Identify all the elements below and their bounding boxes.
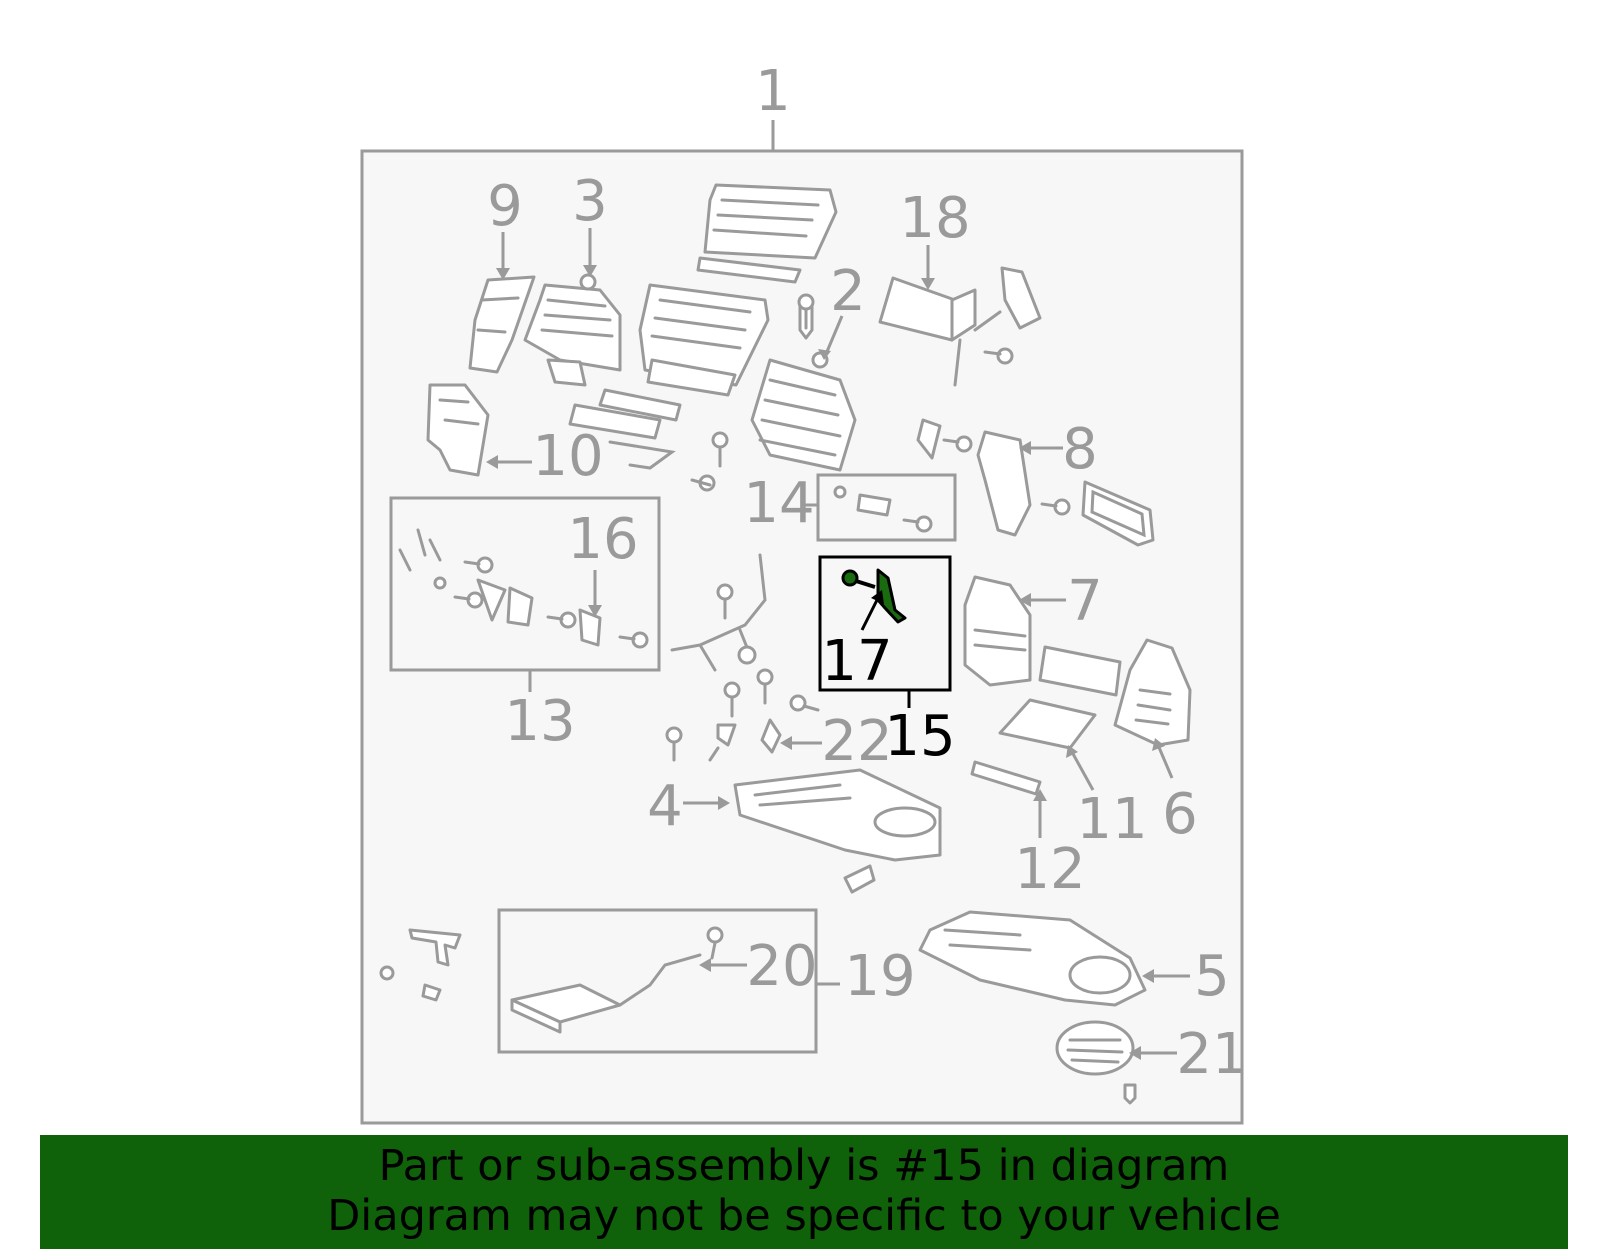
callout-2: 2: [830, 259, 866, 324]
leader-lines: [486, 228, 1190, 1060]
callout-3: 3: [572, 169, 608, 234]
part-12-strip: [970, 760, 1042, 796]
banner-line-1: Part or sub-assembly is #15 in diagram: [378, 1141, 1230, 1191]
callout-16: 16: [567, 507, 638, 572]
part-7-duct: [963, 575, 1032, 687]
callout-6: 6: [1162, 782, 1198, 847]
callout-9: 9: [487, 174, 523, 239]
part-21-blower: [1055, 1020, 1137, 1105]
callout-5: 5: [1194, 944, 1230, 1009]
callout-12: 12: [1014, 837, 1085, 902]
callout-8: 8: [1062, 417, 1098, 482]
callout-17: 17: [821, 629, 892, 694]
callout-4: 4: [647, 774, 683, 839]
info-banner: Part or sub-assembly is #15 in diagram D…: [40, 1135, 1568, 1249]
box-14: [816, 473, 957, 542]
part-19-core: [510, 953, 702, 1034]
part-top-grille: [696, 183, 838, 284]
callout-13: 13: [504, 689, 575, 754]
callout-10: 10: [532, 424, 603, 489]
box-15: [818, 555, 952, 692]
part-6-case: [1113, 638, 1192, 747]
callout-20: 20: [746, 934, 817, 999]
box-19: [497, 908, 818, 1054]
part-center-linkage: [670, 553, 782, 762]
part-9-duct: [468, 275, 536, 374]
callout-22: 22: [821, 709, 892, 774]
callout-14: 14: [743, 471, 814, 536]
part-filter-bars: [568, 388, 682, 470]
part-3-unit: [523, 273, 622, 387]
part-5-case: [918, 910, 1147, 1007]
callout-19: 19: [844, 944, 915, 1009]
callout-15: 15: [884, 704, 955, 769]
banner-line-2: Diagram may not be specific to your vehi…: [327, 1191, 1281, 1241]
part-right-lid: [1081, 480, 1155, 547]
part-box14-contents: [833, 485, 892, 517]
callout-21: 21: [1176, 1022, 1247, 1087]
callout-18: 18: [899, 186, 970, 251]
fastener-screws: [453, 293, 1071, 960]
callout-11: 11: [1076, 787, 1147, 852]
part-10-duct: [426, 383, 490, 477]
part-plate: [1038, 645, 1122, 697]
part-box13-contents: [398, 528, 602, 647]
part-18-core: [878, 266, 1042, 387]
part-8-duct: [916, 418, 1032, 537]
callout-1: 1: [755, 59, 791, 124]
box-13: [389, 496, 661, 672]
callout-7: 7: [1067, 569, 1103, 634]
part-4-case: [733, 768, 942, 894]
part-bracket-left: [379, 928, 462, 1002]
